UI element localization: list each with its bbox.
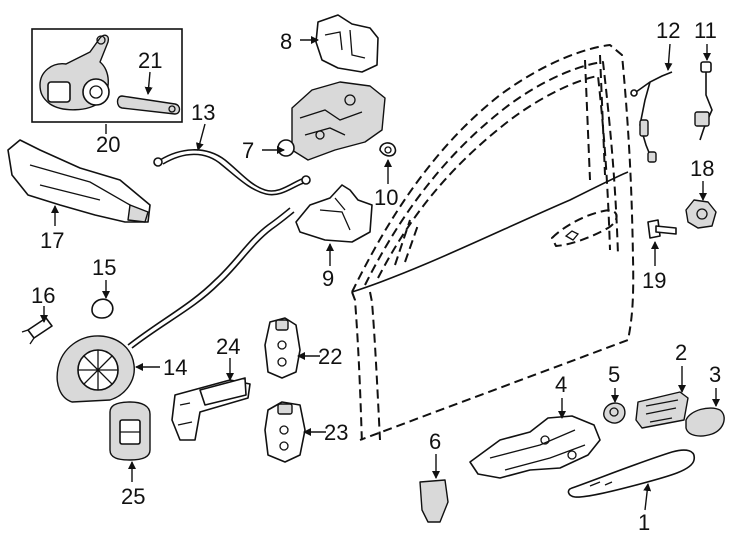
callout-1: 1 xyxy=(638,510,650,535)
part-12-harness xyxy=(630,71,673,163)
part-21-strap xyxy=(116,95,181,115)
part-23-striker xyxy=(264,401,306,463)
callout-20: 20 xyxy=(96,132,120,157)
part-19-bolt xyxy=(647,219,677,239)
door-outline xyxy=(351,44,635,446)
callout-7: 7 xyxy=(242,138,254,163)
part-2-trim xyxy=(635,391,689,429)
part-25-seal xyxy=(109,401,151,461)
part-16-bolt xyxy=(21,317,53,345)
part-24-door-check xyxy=(171,377,251,441)
callout-10: 10 xyxy=(374,185,398,210)
part-14-motor xyxy=(56,335,135,403)
part-9-shield xyxy=(295,184,373,243)
callout-14: 14 xyxy=(163,355,187,380)
part-17-inner-handle xyxy=(7,139,151,223)
callout-13: 13 xyxy=(191,100,215,125)
leader-lines xyxy=(40,36,720,511)
part-13-cable xyxy=(153,149,311,196)
callout-25: 25 xyxy=(121,484,145,509)
callout-3: 3 xyxy=(709,362,721,387)
callout-11: 11 xyxy=(694,18,717,43)
part-15-cap xyxy=(91,298,114,319)
part-20-group xyxy=(31,28,183,123)
callout-8: 8 xyxy=(280,29,292,54)
part-14-cable xyxy=(127,207,295,349)
part-11-harness xyxy=(694,61,713,141)
part-3-cap xyxy=(685,407,725,437)
callout-2: 2 xyxy=(675,340,687,365)
part-5-plug xyxy=(603,402,626,424)
part-8-cover xyxy=(315,14,379,73)
part-18-sensor xyxy=(685,199,717,229)
callout-22: 22 xyxy=(318,344,342,369)
callout-15: 15 xyxy=(92,255,116,280)
part-10-grommet xyxy=(379,142,397,157)
part-6-seal xyxy=(419,479,449,523)
callout-24: 24 xyxy=(216,334,240,359)
callout-21: 21 xyxy=(138,48,162,73)
callout-9: 9 xyxy=(322,266,334,291)
callout-17: 17 xyxy=(40,228,64,253)
callout-6: 6 xyxy=(429,429,441,454)
callout-4: 4 xyxy=(555,372,567,397)
callout-labels: 1 2 3 4 5 6 7 8 9 10 11 12 13 14 15 16 1… xyxy=(31,18,721,535)
part-22-striker xyxy=(264,317,301,379)
callout-16: 16 xyxy=(31,283,55,308)
part-1-outer-handle xyxy=(567,449,696,498)
callout-19: 19 xyxy=(642,268,666,293)
callout-23: 23 xyxy=(324,420,348,445)
callout-12: 12 xyxy=(656,18,680,43)
callout-5: 5 xyxy=(608,362,620,387)
part-7-lock-actuator xyxy=(277,81,386,161)
part-4-bracket xyxy=(469,415,601,479)
callout-18: 18 xyxy=(690,156,714,181)
